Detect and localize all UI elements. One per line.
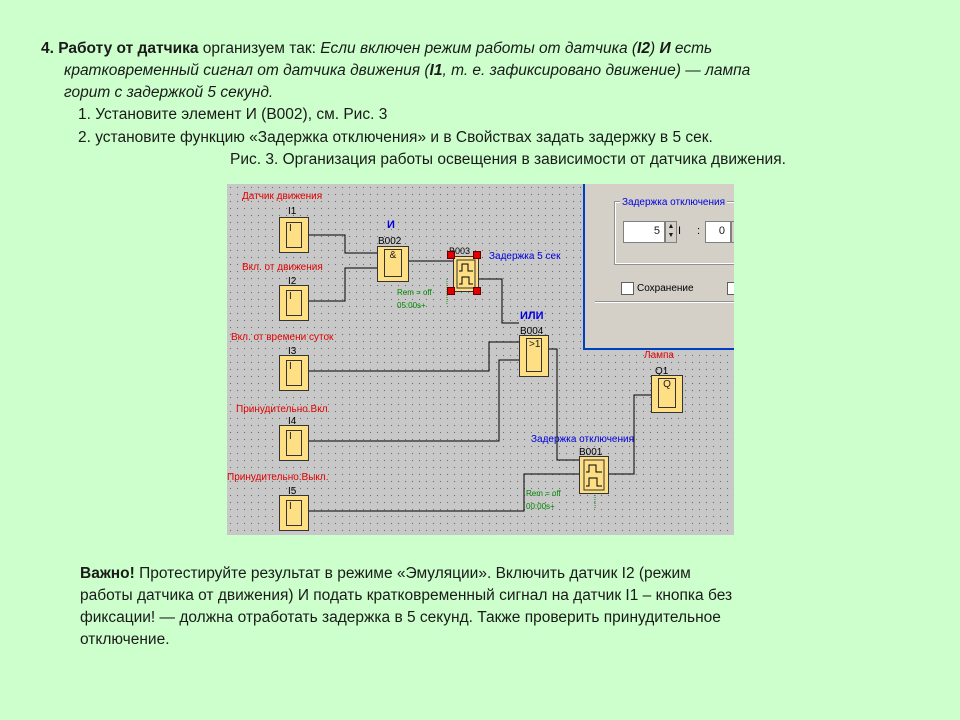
input-i2-symbol: I <box>286 290 302 316</box>
lamp-symbol: Q <box>658 378 676 408</box>
note-line-4: отключение. <box>80 631 170 648</box>
b001-label: Задержка отключения <box>531 434 635 445</box>
input-i3-symbol: I <box>286 360 302 386</box>
text: И <box>659 40 671 57</box>
paragraph-line-1: 4. Работу от датчика организуем так: Есл… <box>41 38 712 60</box>
input-i5-name: Принудительно.Выкл. <box>227 472 329 483</box>
fraction-value: 0 <box>718 225 725 237</box>
note-line-2: работы датчика от движения) И подать кра… <box>80 587 733 604</box>
lamp-id: Q1 <box>655 366 669 377</box>
b001-time: 00:00s+ <box>526 502 555 511</box>
input-block-i1[interactable]: I <box>279 217 309 253</box>
diagram-canvas[interactable]: Датчик движения I1 I Вкл. от движения I2… <box>227 184 734 535</box>
input-i2-id: I2 <box>288 276 297 287</box>
fraction-input[interactable]: 0 <box>705 221 731 243</box>
step-2: 2. установите функцию «Задержка отключен… <box>78 129 713 146</box>
b001-block[interactable] <box>579 456 609 494</box>
text: , т. е. зафиксировано движение) — лампа <box>442 62 751 79</box>
seconds-value: 5 <box>653 225 660 237</box>
wires <box>309 234 651 512</box>
input-block-i2[interactable]: I <box>279 285 309 321</box>
text: кратковременный сигнал от датчика движен… <box>64 62 430 79</box>
selection-handle[interactable] <box>447 287 455 295</box>
note-heading: Важно! <box>80 565 135 582</box>
off-delay-icon <box>456 259 476 289</box>
second-checkbox[interactable] <box>727 282 734 295</box>
input-i4-id: I4 <box>288 416 297 427</box>
text: Протестируйте результат в режиме «Эмуляц… <box>134 565 691 582</box>
input-i4-name: Принудительно.Вкл <box>236 404 328 415</box>
retentive-checkbox[interactable] <box>621 282 634 295</box>
step-1: 1. Установите элемент И (B002), см. Рис.… <box>78 106 388 123</box>
input-i3-name: Вкл. от времени суток <box>231 332 334 343</box>
input-block-i4[interactable]: I <box>279 425 309 461</box>
input-i3-id: I3 <box>288 346 297 357</box>
b003-label: Задержка 5 сек <box>489 251 561 262</box>
figure-caption: Рис. 3. Организация работы освещения в з… <box>230 151 786 168</box>
text: есть <box>670 40 713 57</box>
paragraph-line-2: кратковременный сигнал от датчика движен… <box>64 60 750 82</box>
lamp-block[interactable]: Q <box>651 375 683 413</box>
text: Если включен режим работы от датчика ( <box>320 40 638 57</box>
input-i5-symbol: I <box>286 500 302 526</box>
b003-time: 05:00s+ <box>397 301 426 310</box>
colon-separator: : <box>697 225 701 237</box>
paragraph-line-3: горит с задержкой 5 секунд. <box>64 84 274 101</box>
text: ) <box>649 40 660 57</box>
section-title: 4. Работу от датчика <box>41 40 199 57</box>
divider <box>595 301 734 303</box>
b001-id: B001 <box>579 447 603 458</box>
note-line-1: Важно! Протестируйте результат в режиме … <box>80 563 691 585</box>
b003-id: B003 <box>449 246 471 256</box>
or-block[interactable]: >1 <box>519 335 549 377</box>
or-id: B004 <box>520 326 544 337</box>
note-line-3: фиксации! — должна отработать задержка в… <box>80 609 721 626</box>
input-block-i5[interactable]: I <box>279 495 309 531</box>
b001-rem: Rem = off <box>526 489 561 498</box>
input-block-i3[interactable]: I <box>279 355 309 391</box>
b003-rem: Rem = off <box>397 288 432 297</box>
input-i4-symbol: I <box>286 430 302 456</box>
text: I2 <box>637 40 650 57</box>
input-i1-symbol: I <box>286 222 302 248</box>
seconds-spinner[interactable]: ▲▼ <box>665 221 677 243</box>
and-title: И <box>387 219 395 231</box>
and-block[interactable]: & <box>377 246 409 282</box>
or-title: ИЛИ <box>520 310 544 322</box>
selection-handle[interactable] <box>473 251 481 259</box>
input-i5-id: I5 <box>288 486 297 497</box>
fraction-spinner[interactable] <box>731 221 734 243</box>
retentive-label: Сохранение <box>637 283 694 294</box>
delay-group-label: Задержка отключения <box>620 197 728 208</box>
and-id: B002 <box>378 236 402 247</box>
input-i2-name: Вкл. от движения <box>242 262 323 273</box>
text: организуем так: <box>198 40 321 57</box>
or-symbol: >1 <box>526 338 542 372</box>
properties-dialog[interactable]: Задержка отключения 5 ▲▼ I : 0 Сохранени… <box>583 184 734 350</box>
input-i1-name: Датчик движения <box>242 191 323 202</box>
unit-separator: I <box>678 225 682 237</box>
and-symbol: & <box>384 249 402 277</box>
input-i1-id: I1 <box>288 206 297 217</box>
seconds-input[interactable]: 5 <box>623 221 665 243</box>
b003-block[interactable] <box>453 256 479 292</box>
selection-handle[interactable] <box>473 287 481 295</box>
selection-handle[interactable] <box>447 251 455 259</box>
lamp-title: Лампа <box>644 350 674 361</box>
text: I1 <box>429 62 443 79</box>
off-delay-icon <box>583 459 605 491</box>
